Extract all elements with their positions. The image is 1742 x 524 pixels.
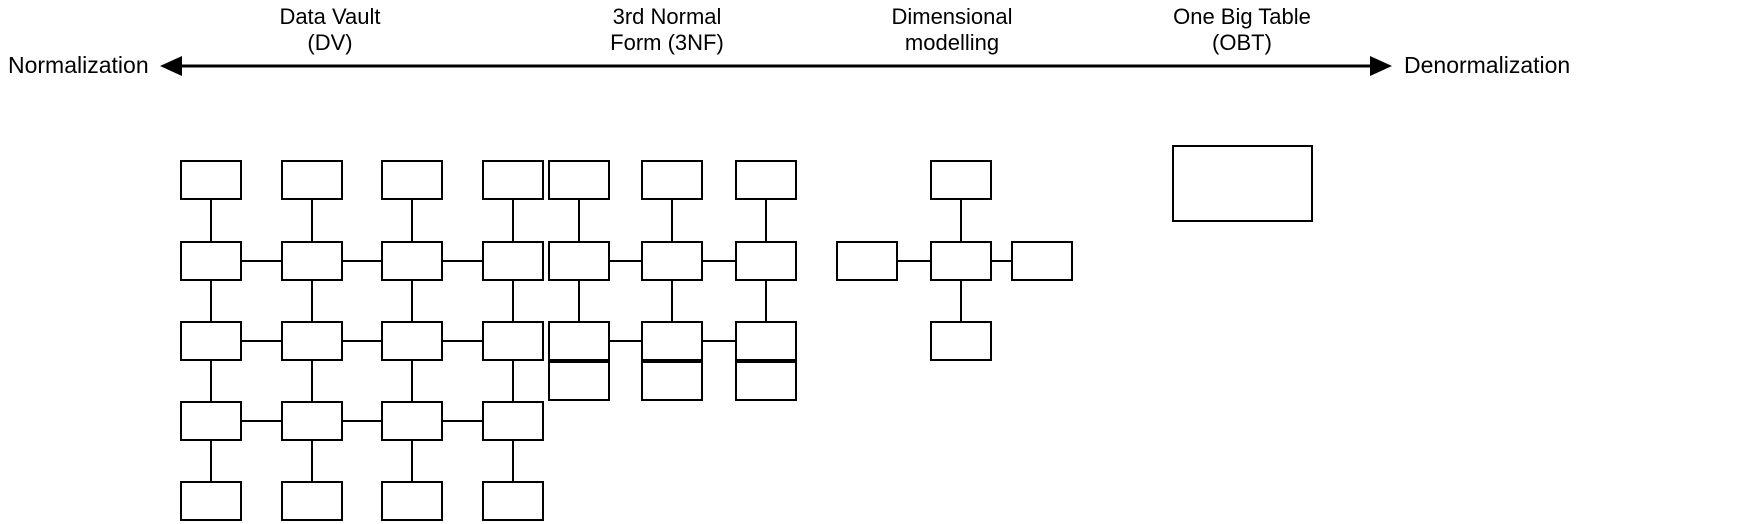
data-vault-horizontal-link xyxy=(443,420,482,422)
data-vault-table-node xyxy=(381,481,443,521)
data-vault-table-node xyxy=(482,481,544,521)
dimensional-fact-table xyxy=(930,241,992,281)
third-normal-form-table-node xyxy=(735,241,797,281)
data-vault-table-node xyxy=(482,321,544,361)
data-vault-vertical-link xyxy=(411,361,413,401)
dimensional-vertical-link xyxy=(960,200,962,241)
data-vault-horizontal-link xyxy=(343,260,381,262)
data-vault-vertical-link xyxy=(210,281,212,321)
dimensional-horizontal-link xyxy=(898,260,930,262)
data-vault-vertical-link xyxy=(311,441,313,481)
data-vault-table-node xyxy=(482,401,544,441)
data-vault-vertical-link xyxy=(512,361,514,401)
third-normal-form-table-node xyxy=(735,160,797,200)
data-vault-vertical-link xyxy=(210,441,212,481)
dimensional-vertical-link xyxy=(960,281,962,321)
axis-label-normalization: Normalization xyxy=(8,52,149,78)
third-normal-form-vertical-link xyxy=(671,281,673,321)
third-normal-form-table-node xyxy=(641,361,703,401)
data-vault-vertical-link xyxy=(411,200,413,241)
third-normal-form-table-node xyxy=(548,160,610,200)
data-vault-table-node xyxy=(281,241,343,281)
data-vault-table-node xyxy=(180,481,242,521)
data-vault-table-node xyxy=(281,321,343,361)
data-vault-table-node xyxy=(381,321,443,361)
dimensional-dimension-table-left xyxy=(836,241,898,281)
third-normal-form-table-node xyxy=(735,361,797,401)
data-vault-horizontal-link xyxy=(242,260,281,262)
stage-label-one-big-table: One Big Table (OBT) xyxy=(1173,4,1311,55)
data-vault-vertical-link xyxy=(512,200,514,241)
third-normal-form-table-node xyxy=(548,241,610,281)
data-vault-table-node xyxy=(180,241,242,281)
third-normal-form-vertical-link xyxy=(578,281,580,321)
stage-label-dimensional-modelling: Dimensional modelling xyxy=(891,4,1013,55)
data-vault-vertical-link xyxy=(512,441,514,481)
data-vault-vertical-link xyxy=(311,200,313,241)
third-normal-form-horizontal-link xyxy=(703,260,735,262)
data-vault-vertical-link xyxy=(411,281,413,321)
data-vault-table-node xyxy=(381,160,443,200)
data-vault-vertical-link xyxy=(210,361,212,401)
data-vault-vertical-link xyxy=(411,441,413,481)
spectrum-double-arrow xyxy=(160,56,1392,76)
dimensional-dimension-table-right xyxy=(1011,241,1073,281)
data-vault-table-node xyxy=(180,401,242,441)
data-vault-horizontal-link xyxy=(343,420,381,422)
third-normal-form-horizontal-link xyxy=(703,340,735,342)
data-vault-horizontal-link xyxy=(443,340,482,342)
third-normal-form-table-node xyxy=(641,241,703,281)
data-vault-vertical-link xyxy=(512,281,514,321)
dimensional-horizontal-link xyxy=(992,260,1011,262)
data-vault-vertical-link xyxy=(210,200,212,241)
data-vault-table-node xyxy=(281,481,343,521)
third-normal-form-horizontal-link xyxy=(610,260,641,262)
data-vault-horizontal-link xyxy=(242,420,281,422)
third-normal-form-vertical-link xyxy=(578,200,580,241)
third-normal-form-table-node xyxy=(548,321,610,361)
data-vault-table-node xyxy=(381,401,443,441)
data-vault-table-node xyxy=(281,160,343,200)
data-vault-table-node xyxy=(281,401,343,441)
data-vault-horizontal-link xyxy=(443,260,482,262)
third-normal-form-table-node xyxy=(735,321,797,361)
data-vault-table-node xyxy=(180,160,242,200)
one-big-table-node xyxy=(1172,145,1313,222)
third-normal-form-vertical-link xyxy=(765,200,767,241)
third-normal-form-table-node xyxy=(641,160,703,200)
dimensional-dimension-table-top xyxy=(930,160,992,200)
data-vault-horizontal-link xyxy=(343,340,381,342)
data-vault-vertical-link xyxy=(311,281,313,321)
third-normal-form-table-node xyxy=(548,361,610,401)
dimensional-dimension-table-bottom xyxy=(930,321,992,361)
data-vault-vertical-link xyxy=(311,361,313,401)
third-normal-form-vertical-link xyxy=(671,200,673,241)
axis-label-denormalization: Denormalization xyxy=(1404,52,1571,78)
data-vault-table-node xyxy=(482,241,544,281)
stage-label-data-vault: Data Vault (DV) xyxy=(279,4,381,55)
data-vault-table-node xyxy=(381,241,443,281)
data-vault-table-node xyxy=(180,321,242,361)
data-vault-horizontal-link xyxy=(242,340,281,342)
third-normal-form-vertical-link xyxy=(765,281,767,321)
data-vault-table-node xyxy=(482,160,544,200)
third-normal-form-table-node xyxy=(641,321,703,361)
stage-label-third-normal-form: 3rd Normal Form (3NF) xyxy=(610,4,724,55)
third-normal-form-horizontal-link xyxy=(610,340,641,342)
